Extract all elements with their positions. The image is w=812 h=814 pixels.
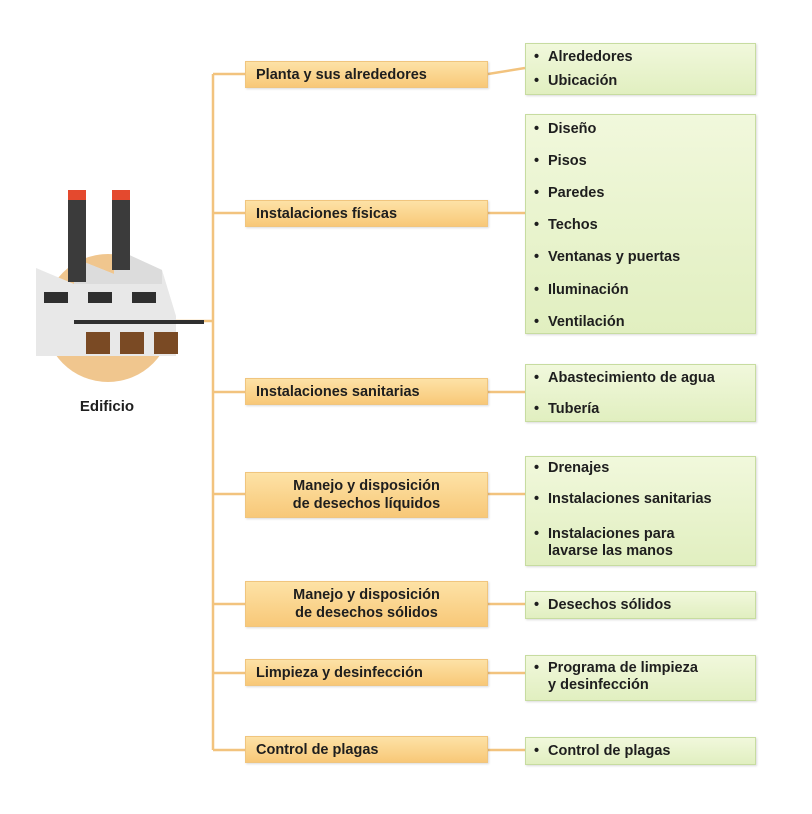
category-label: Control de plagas [256, 741, 379, 758]
detail-group-plant: Alrededores Ubicación [525, 43, 756, 95]
category-label: Manejo y disposición de desechos líquido… [292, 478, 441, 512]
list-item: Pisos [534, 153, 751, 170]
category-sanitary: Instalaciones sanitarias [245, 378, 488, 405]
list-item: Drenajes [534, 460, 751, 477]
list-item: Desechos sólidos [534, 597, 751, 614]
list-item: Alrededores [534, 49, 751, 66]
list-item: Techos [534, 217, 751, 234]
detail-group-sanitary: Abastecimiento de agua Tubería [525, 364, 756, 422]
factory-icon [36, 190, 204, 382]
category-label: Manejo y disposición de desechos sólidos [293, 587, 440, 621]
list-item: Paredes [534, 185, 751, 202]
list-item: Tubería [534, 401, 751, 418]
category-label: Instalaciones físicas [256, 205, 398, 222]
category-cleaning: Limpieza y desinfección [245, 659, 488, 686]
list-item: Ubicación [534, 73, 751, 90]
list-item: Iluminación [534, 282, 751, 299]
list-item: Instalaciones sanitarias [534, 491, 751, 508]
category-liquid-waste: Manejo y disposición de desechos líquido… [245, 472, 488, 518]
list-item: Programa de limpieza y desinfección [534, 660, 751, 694]
list-item: Abastecimiento de agua [534, 370, 751, 387]
category-label: Planta y sus alrededores [256, 66, 427, 83]
detail-group-liquid-waste: Drenajes Instalaciones sanitarias Instal… [525, 456, 756, 566]
category-pest-control: Control de plagas [245, 736, 488, 763]
list-item: Diseño [534, 121, 751, 138]
category-label: Limpieza y desinfección [256, 664, 423, 681]
list-item: Ventilación [534, 314, 751, 331]
category-physical: Instalaciones físicas [245, 200, 488, 227]
detail-group-cleaning: Programa de limpieza y desinfección [525, 655, 756, 701]
category-solid-waste: Manejo y disposición de desechos sólidos [245, 581, 488, 627]
detail-group-physical: Diseño Pisos Paredes Techos Ventanas y p… [525, 114, 756, 334]
category-plant: Planta y sus alrededores [245, 61, 488, 88]
list-item: Ventanas y puertas [534, 249, 751, 266]
list-item: Instalaciones para lavarse las manos [534, 526, 751, 560]
list-item: Control de plagas [534, 743, 751, 760]
detail-group-pest-control: Control de plagas [525, 737, 756, 765]
detail-group-solid-waste: Desechos sólidos [525, 591, 756, 619]
building-label: Edificio [79, 398, 135, 415]
category-label: Instalaciones sanitarias [256, 383, 420, 400]
